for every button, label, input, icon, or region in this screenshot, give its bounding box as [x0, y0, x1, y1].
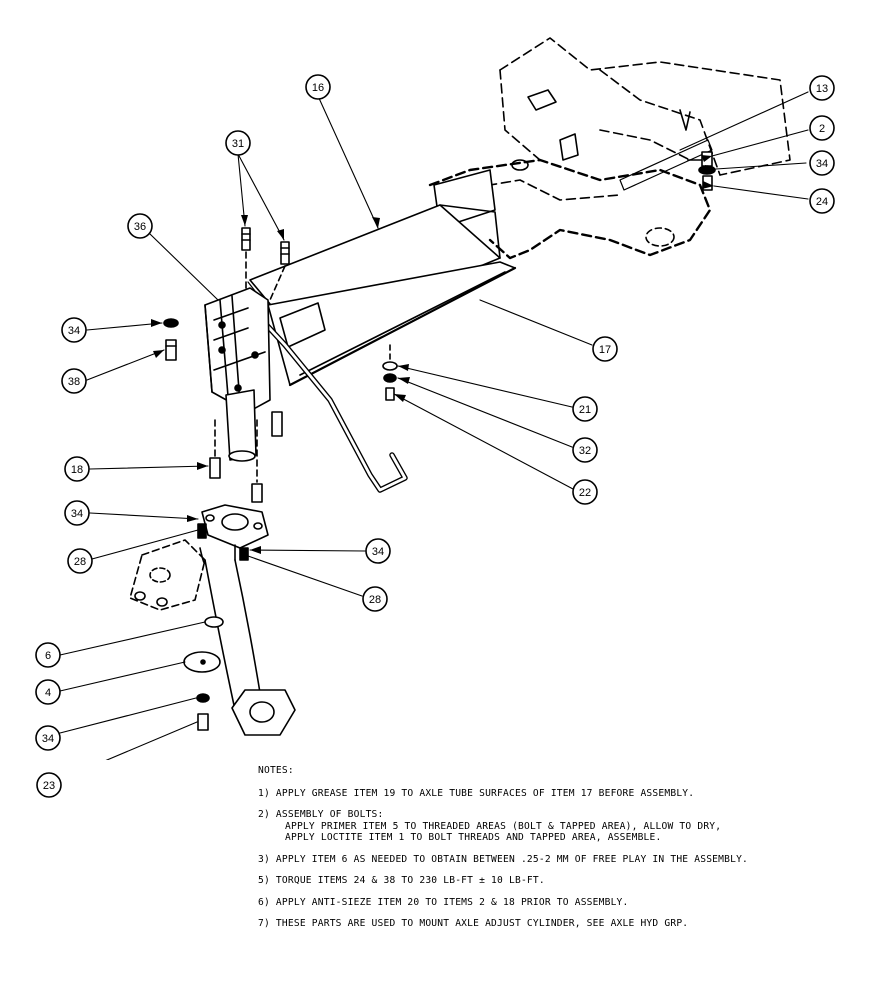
frame-bracket: [559, 133, 579, 161]
callout-17: 17: [592, 336, 618, 362]
note-item: 6) APPLY ANTI-SIEZE ITEM 20 TO ITEMS 2 &…: [258, 897, 873, 909]
callout-28-a: 28: [67, 548, 93, 574]
notes-title: NOTES:: [258, 765, 294, 776]
callout-label: 34: [42, 733, 54, 745]
callout-34-a: 34: [809, 150, 835, 176]
callout-label: 16: [312, 82, 324, 94]
axle-tube: [247, 204, 517, 387]
note-text: 1) APPLY GREASE ITEM 19 TO AXLE TUBE SUR…: [258, 787, 695, 799]
note-text: 5) TORQUE ITEMS 24 & 38 TO 230 LB-FT ± 1…: [258, 875, 545, 886]
callout-label: 34: [71, 508, 83, 520]
frame-hole: [645, 227, 675, 247]
axle-assembly-diagram: 16 13 2 34 24 31 36 34 38 17 21 32 22 18…: [35, 37, 835, 760]
note-item: 2) ASSEMBLY OF BOLTS:APPLY PRIMER ITEM 5…: [258, 809, 873, 844]
callout-6: 6: [35, 642, 61, 668]
callout-label: 36: [134, 221, 146, 233]
bolts-31: [241, 227, 290, 301]
callout-21: 21: [572, 396, 598, 422]
bushings-18: [209, 419, 263, 503]
note-text: 2) ASSEMBLY OF BOLTS:: [258, 809, 384, 820]
callout-22: 22: [572, 479, 598, 505]
callout-31: 31: [225, 130, 251, 156]
frame-hole: [511, 159, 529, 171]
callout-23: [36, 734, 60, 758]
callout-label: 34: [372, 546, 384, 558]
adjust-rod: [245, 302, 408, 493]
callout-34-e: 34: [35, 725, 61, 751]
callout-24: 24: [809, 188, 835, 214]
callout-label: 32: [579, 445, 591, 457]
callout-label: 38: [68, 376, 80, 388]
frame-clip: [679, 109, 691, 131]
callout-label: 18: [71, 464, 83, 476]
callout-label: 6: [45, 650, 51, 662]
note-subline: APPLY PRIMER ITEM 5 TO THREADED AREAS (B…: [285, 820, 722, 832]
callout-label: 13: [816, 83, 828, 95]
callout-38: 38: [61, 368, 87, 394]
callout-32: 32: [572, 437, 598, 463]
callout-label: 17: [599, 344, 611, 356]
main-frame: [428, 37, 791, 260]
callout-34-b: 34: [61, 317, 87, 343]
callout-34-d: 34: [365, 538, 391, 564]
callout-label: 4: [45, 687, 51, 699]
note-item: 3) APPLY ITEM 6 AS NEEDED TO OBTAIN BETW…: [258, 854, 873, 866]
callout-16: 16: [305, 74, 331, 100]
callout-label: 2: [819, 123, 825, 135]
callout-34-c: 34: [64, 500, 90, 526]
mount-bracket: [204, 287, 271, 462]
callout-2: 2: [809, 115, 835, 141]
leader-lines: [59, 91, 809, 760]
callout-label: 34: [68, 325, 80, 337]
callout-label: 24: [816, 196, 828, 208]
callout-label: 23: [43, 780, 55, 792]
spindle-knuckle: [129, 504, 296, 736]
note-item: 5) TORQUE ITEMS 24 & 38 TO 230 LB-FT ± 1…: [258, 875, 873, 887]
callout-label: 31: [232, 138, 244, 150]
frame-bracket: [527, 89, 557, 111]
callout-label: 28: [74, 556, 86, 568]
note-item: 1) APPLY GREASE ITEM 19 TO AXLE TUBE SUR…: [258, 788, 873, 800]
callout-13: 13: [809, 75, 835, 101]
note-item: 7) THESE PARTS ARE USED TO MOUNT AXLE AD…: [258, 918, 873, 930]
callout-18: 18: [64, 456, 90, 482]
callout-4: 4: [35, 679, 61, 705]
callout-23-bubble: 23: [36, 772, 62, 798]
assembly-notes: NOTES: 1) APPLY GREASE ITEM 19 TO AXLE T…: [258, 765, 873, 940]
callout-label: 34: [816, 158, 828, 170]
callout-label: 22: [579, 487, 591, 499]
callout-label: 21: [579, 404, 591, 416]
leader-arrowheads: [151, 155, 716, 554]
callout-label: 28: [369, 594, 381, 606]
note-text: 7) THESE PARTS ARE USED TO MOUNT AXLE AD…: [258, 918, 689, 929]
hardware-stack-end: [687, 151, 716, 191]
callout-28-b: 28: [362, 586, 388, 612]
tube-window: [279, 302, 326, 348]
note-text: 6) APPLY ANTI-SIEZE ITEM 20 TO ITEMS 2 &…: [258, 896, 629, 908]
callout-36: 36: [127, 213, 153, 239]
hardware-stack-right: [382, 344, 398, 401]
bolt-stack-left: [163, 318, 283, 437]
note-text: 3) APPLY ITEM 6 AS NEEDED TO OBTAIN BETW…: [258, 853, 749, 865]
note-subline: APPLY LOCTITE ITEM 1 TO BOLT THREADS AND…: [285, 832, 662, 843]
